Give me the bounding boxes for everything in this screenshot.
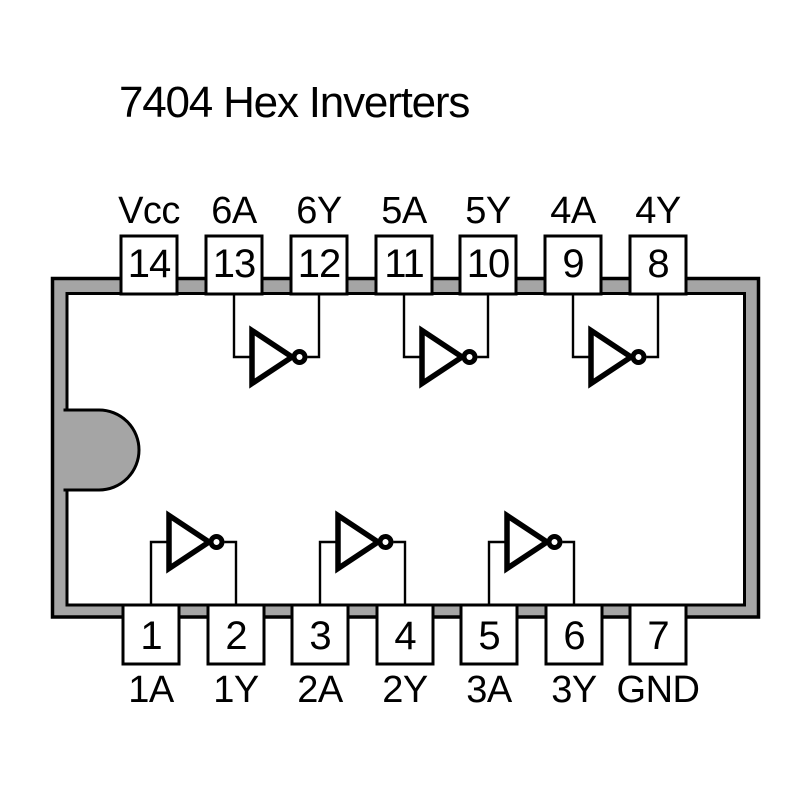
pin-7-box (628, 603, 688, 666)
pin-4: 4 2Y (375, 603, 435, 711)
pin-1-label: 1A (128, 669, 175, 711)
pin-5-number: 5 (478, 614, 499, 658)
gate-4-inversion-bubble-icon (630, 349, 647, 365)
pin-6-number: 6 (563, 614, 584, 658)
gate-5-triangle-icon (419, 325, 467, 389)
pin-9-label: 4A (550, 190, 597, 232)
pin-11-box (374, 234, 434, 296)
gate-3-triangle-icon (504, 510, 552, 574)
gate-4-input-wire (571, 293, 591, 359)
pin-12-box (289, 234, 349, 296)
pin-7: 7 GND (617, 603, 700, 711)
gate-3-inversion-bubble-icon (546, 534, 563, 550)
pin-7-number: 7 (647, 614, 668, 658)
pin-3: 3 2A (290, 603, 350, 711)
pin-14-number: 14 (128, 242, 171, 286)
pin-11: 5A 11 (374, 190, 434, 296)
inverter-gate-1 (149, 510, 238, 605)
inverter-gate-6 (232, 293, 321, 389)
pin-4-number: 4 (394, 614, 416, 658)
pin-8: 4Y 8 (628, 190, 688, 296)
pin-2: 2 1Y (206, 603, 266, 711)
pin-11-number: 11 (384, 242, 424, 286)
pin-5: 5 3A (459, 603, 519, 711)
pin-11-label: 5A (381, 190, 428, 232)
gate-3-input-wire (487, 540, 507, 605)
pin-10-box (458, 234, 518, 296)
inverter-gate-3 (487, 510, 576, 605)
gate-1-input-wire (149, 540, 169, 605)
pin-14: Vcc 14 (118, 190, 180, 296)
pin-1-box (121, 603, 181, 666)
gate-3-output-wire (562, 540, 576, 605)
gate-5-input-wire (402, 293, 422, 359)
gate-5-inversion-bubble-icon (461, 349, 478, 365)
gate-1-triangle-icon (166, 510, 214, 574)
pin-8-box (628, 234, 688, 296)
pin-13-label: 6A (211, 190, 258, 232)
pin-8-number: 8 (647, 242, 668, 286)
gate-2-input-wire (318, 540, 338, 605)
pin-1-number: 1 (140, 614, 161, 658)
pin-14-label: Vcc (118, 190, 180, 232)
pin-6-box (544, 603, 604, 666)
pin-6-label: 3Y (551, 669, 597, 711)
pin-14-box (119, 234, 179, 296)
pin-12-number: 12 (298, 242, 341, 286)
gate-5-output-wire (477, 293, 490, 359)
pin-4-label: 2Y (382, 669, 428, 711)
inverter-gate-2 (318, 510, 407, 605)
pin-12: 6Y 12 (289, 190, 349, 296)
pin-3-number: 3 (309, 614, 330, 658)
gate-6-inversion-bubble-icon (291, 349, 308, 365)
pin-2-box (206, 603, 266, 666)
pin1-orientation-notch-icon (63, 408, 141, 492)
pin-7-label: GND (617, 669, 700, 711)
pin-13-number: 13 (213, 242, 256, 286)
pin-13-box (204, 234, 264, 296)
pin-9-number: 9 (562, 242, 583, 286)
gate-1-output-wire (224, 540, 238, 605)
pin-5-label: 3A (466, 669, 513, 711)
inverter-gate-5 (402, 293, 490, 389)
pin-9-box (543, 234, 603, 296)
gate-6-triangle-icon (249, 325, 297, 389)
pin-12-label: 6Y (296, 190, 342, 232)
diagram-title: 7404 Hex Inverters (119, 78, 469, 127)
gate-2-triangle-icon (335, 510, 383, 574)
pin-10-number: 10 (467, 242, 510, 286)
pin-10: 5Y 10 (458, 190, 518, 296)
gate-4-triangle-icon (588, 325, 636, 389)
pin-3-box (290, 603, 350, 666)
gate-6-output-wire (307, 293, 321, 359)
gate-6-input-wire (232, 293, 252, 359)
gate-2-output-wire (393, 540, 407, 605)
pin-13: 6A 13 (204, 190, 264, 296)
gate-1-inversion-bubble-icon (208, 534, 225, 550)
gate-4-output-wire (646, 293, 660, 359)
pin-4-box (375, 603, 435, 666)
pin-2-label: 1Y (213, 669, 259, 711)
pin-6: 6 3Y (544, 603, 604, 711)
inverter-gate-4 (571, 293, 660, 389)
pin-10-label: 5Y (465, 190, 511, 232)
pin-1: 1 1A (121, 603, 181, 711)
pin-9: 4A 9 (543, 190, 603, 296)
pin-5-box (459, 603, 519, 666)
pin-8-label: 4Y (635, 190, 681, 232)
gate-2-inversion-bubble-icon (377, 534, 394, 550)
pin-2-number: 2 (225, 614, 246, 658)
pin-3-label: 2A (297, 669, 344, 711)
